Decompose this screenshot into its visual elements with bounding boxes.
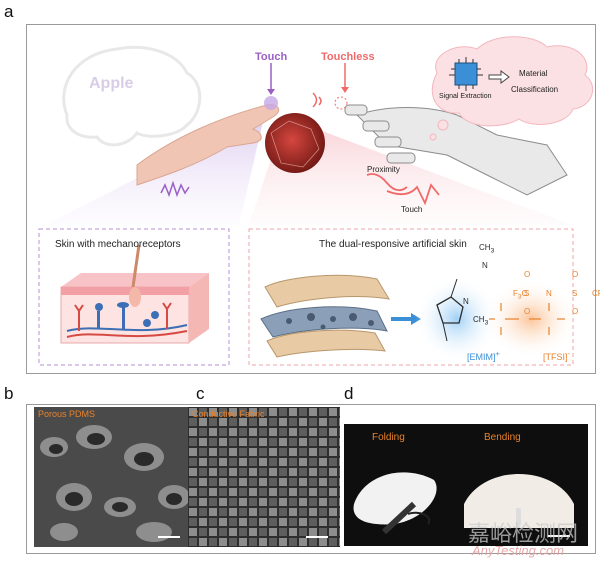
ch3-top: CH3 <box>479 243 495 255</box>
proximity-signal-line <box>366 173 408 192</box>
brain-outline <box>62 45 202 147</box>
tfsi-bonds <box>489 303 565 335</box>
touch-signal-label: Touch <box>401 205 423 214</box>
n-plus: N <box>482 261 488 270</box>
panel-a-illustration <box>38 36 594 366</box>
touch-dot <box>264 96 278 110</box>
brain-word: Apple <box>89 75 134 92</box>
signal-extraction-label: Signal Extraction <box>439 93 492 100</box>
touch-signal-line <box>386 183 440 206</box>
sulfur-2: S <box>572 289 578 298</box>
touchless-label: Touchless <box>321 51 375 63</box>
oxygen-3: O <box>572 270 579 279</box>
artificial-skin-layers <box>260 274 390 358</box>
robot-hand <box>344 104 568 196</box>
panel-letter-d: d <box>344 384 354 403</box>
n-plain: N <box>463 297 469 306</box>
right-arrow-icon <box>488 70 510 84</box>
right-box-title: The dual-responsive artificial skin <box>319 239 467 250</box>
chip-icon <box>454 62 478 86</box>
pdms-texture <box>34 407 194 547</box>
left-box-title: Skin with mechanoreceptors <box>55 239 181 250</box>
panel-letter-a: a <box>4 2 14 21</box>
tactile-signal-wave <box>160 180 190 198</box>
porous-pdms-image <box>34 407 194 547</box>
thought-cloud <box>431 36 594 127</box>
proximity-label: Proximity <box>367 165 400 174</box>
conductive-fabric-image <box>188 407 340 547</box>
oxygen-2: O <box>524 307 531 316</box>
bent-foam <box>464 474 574 528</box>
folded-foam <box>353 472 437 525</box>
watermark-chinese: 嘉峪检测网 <box>468 521 579 546</box>
classification-label: Classification <box>511 85 559 94</box>
tfsi-label: [TFSI]- <box>543 349 570 362</box>
touchless-indicator <box>334 96 348 110</box>
material-label: Material <box>519 69 548 78</box>
panel-a-frame: Apple Touch Touchless Signal Extraction … <box>26 24 600 374</box>
foam-photo <box>344 424 588 546</box>
skin-cross-section <box>60 244 209 344</box>
panel-letter-c: c <box>196 384 205 403</box>
sulfur-1: S <box>524 289 530 298</box>
folding-caption: Folding <box>372 432 405 443</box>
f3c-group: F3C <box>513 289 528 301</box>
nitrogen-minus: N <box>546 289 552 298</box>
porous-pdms-caption: Porous PDMS <box>38 409 96 419</box>
apple-image <box>265 113 325 173</box>
wireless-signal-icon <box>312 92 322 108</box>
folding-bending-photo <box>344 424 588 546</box>
human-hand <box>136 104 280 186</box>
panel-letter-b: b <box>4 384 14 403</box>
oxygen-4: O <box>572 307 579 316</box>
emim-label: [EMIM]+ <box>467 349 500 362</box>
bending-caption: Bending <box>484 432 521 443</box>
cf3-group: CF3 <box>592 289 600 298</box>
ch3-bottom: CH3 <box>473 315 489 327</box>
chem-arrow-icon <box>391 313 421 325</box>
conductive-fabric-caption: Conductive Fabric <box>192 409 265 419</box>
oxygen-1: O <box>524 270 531 279</box>
fabric-texture <box>188 407 340 547</box>
touch-label: Touch <box>255 51 288 63</box>
pink-projection-cone <box>249 117 572 225</box>
imidazolium-ring <box>436 296 464 324</box>
watermark-url: AnyTesting.com <box>472 543 565 558</box>
emim-glow <box>415 275 499 363</box>
